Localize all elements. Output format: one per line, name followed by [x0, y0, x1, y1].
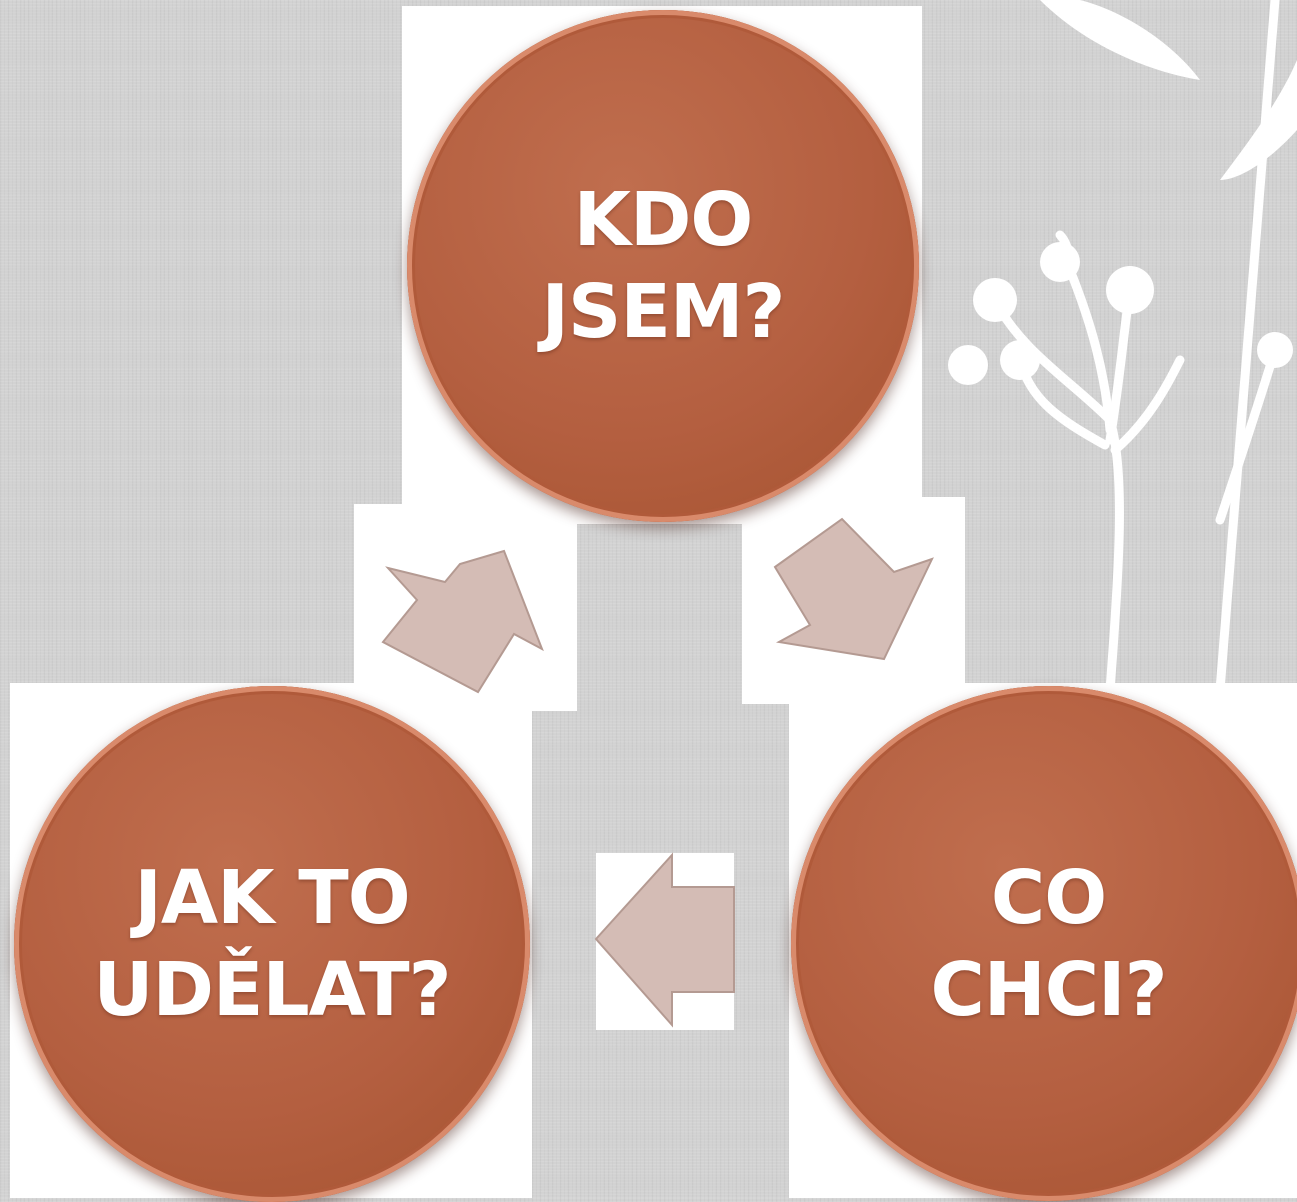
node-top-line-1: KDO: [573, 177, 754, 263]
node-right: CO CHCI?: [791, 686, 1297, 1201]
node-top-line-2: JSEM?: [541, 269, 786, 355]
arrow-down-right-icon: [773, 517, 934, 661]
arrow-left-icon: [594, 852, 735, 1028]
plant-decoration: [948, 0, 1297, 690]
node-top: KDO JSEM?: [407, 10, 919, 522]
node-left-line-2: UDĚLAT?: [93, 947, 451, 1033]
node-right-line-2: CHCI?: [930, 946, 1167, 1033]
arrow-up-right-icon: [381, 549, 544, 694]
node-left-line-1: JAK TO: [134, 855, 410, 941]
node-left: JAK TO UDĚLAT?: [14, 686, 530, 1202]
node-right-line-1: CO: [990, 854, 1107, 941]
